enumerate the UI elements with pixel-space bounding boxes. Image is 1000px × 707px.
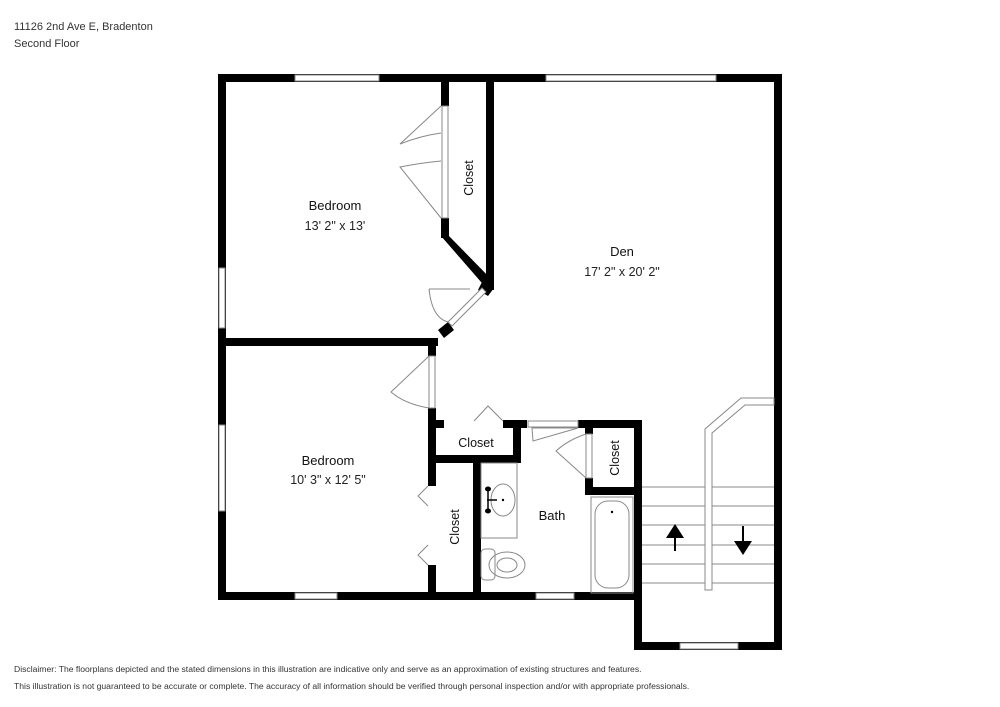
hall-closet-label: Closet: [458, 436, 494, 450]
arrow-down-icon: [734, 526, 752, 555]
interior-walls: [218, 78, 642, 595]
arrow-up-icon: [666, 524, 684, 551]
disclaimer-line-1: Disclaimer: The floorplans depicted and …: [14, 664, 642, 674]
bedroom2-name: Bedroom: [302, 453, 355, 468]
den-dims: 17' 2" x 20' 2": [584, 265, 660, 279]
faucet-icon: [485, 486, 497, 514]
address-label: 11126 2nd Ave E, Bradenton: [14, 21, 153, 33]
bedroom2-dims: 10' 3" x 12' 5": [290, 473, 366, 487]
bath-name: Bath: [539, 508, 566, 523]
bedroom1-name: Bedroom: [309, 198, 362, 213]
doors: [390, 105, 593, 566]
bedroom2-closet-label: Closet: [448, 509, 462, 545]
windows: [218, 74, 739, 650]
bedroom1-dims: 13' 2" x 13': [305, 219, 366, 233]
floor-label: Second Floor: [14, 38, 80, 50]
bath-closet-label: Closet: [608, 440, 622, 476]
den-name: Den: [610, 244, 634, 259]
staircase: [642, 397, 775, 591]
bath-fixtures: [480, 462, 634, 594]
bedroom1-closet-label: Closet: [462, 160, 476, 196]
disclaimer-line-2: This illustration is not guaranteed to b…: [14, 681, 690, 691]
